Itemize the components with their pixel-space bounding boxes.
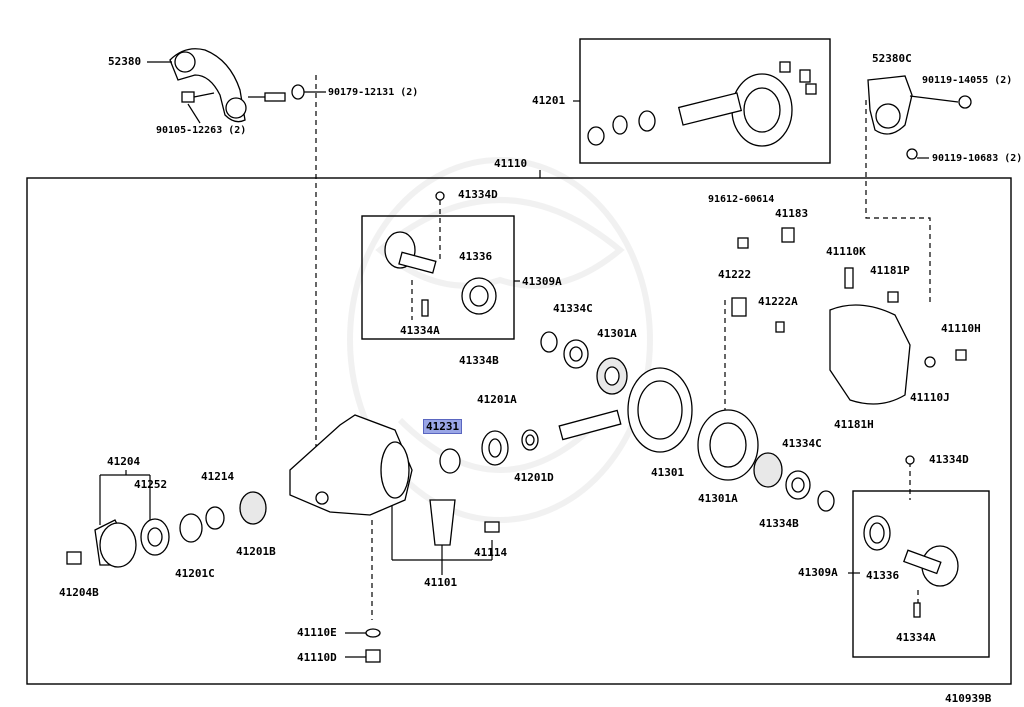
- watermark-logo: [347, 157, 653, 523]
- label-41334A-top[interactable]: 41334A: [400, 324, 440, 337]
- label-41309A-top[interactable]: 41309A: [522, 275, 562, 288]
- right-axle-flange-box: [852, 490, 990, 658]
- rear-cover: [731, 227, 967, 405]
- label-41114[interactable]: 41114: [474, 546, 508, 559]
- left-axle-flange-box: [361, 215, 515, 340]
- ring-gear: [558, 367, 693, 453]
- label-41334D-right[interactable]: 41334D: [929, 453, 969, 466]
- label-41334B-left[interactable]: 41334B: [459, 354, 499, 367]
- bracket-52380: [147, 48, 326, 124]
- label-52380[interactable]: 52380: [108, 55, 142, 68]
- axle-flange-left: [384, 191, 497, 317]
- label-41334D-top[interactable]: 41334D: [458, 188, 498, 201]
- label-90179-12131[interactable]: 90179-12131 (2): [328, 87, 419, 98]
- drain-plugs: [345, 628, 381, 663]
- label-41110H[interactable]: 41110H: [941, 322, 981, 335]
- label-41301[interactable]: 41301: [651, 466, 685, 479]
- label-41110D[interactable]: 41110D: [297, 651, 337, 664]
- label-41201[interactable]: 41201: [532, 94, 566, 107]
- label-41334A-right[interactable]: 41334A: [896, 631, 936, 644]
- axle-flange-right: [863, 455, 959, 618]
- label-41201D[interactable]: 41201D: [514, 471, 554, 484]
- label-41201A[interactable]: 41201A: [477, 393, 517, 406]
- diagram-code: 410939B: [945, 692, 992, 705]
- label-41204[interactable]: 41204: [107, 455, 141, 468]
- label-41181P[interactable]: 41181P: [870, 264, 910, 277]
- label-41334C-left[interactable]: 41334C: [553, 302, 593, 315]
- label-41110[interactable]: 41110: [494, 157, 528, 170]
- label-41336-right[interactable]: 41336: [866, 569, 900, 582]
- label-41252[interactable]: 41252: [134, 478, 168, 491]
- label-41334C-right[interactable]: 41334C: [782, 437, 822, 450]
- bearing-set-left: [540, 331, 628, 395]
- label-41201B[interactable]: 41201B: [236, 545, 276, 558]
- companion-flange-left: [66, 470, 267, 568]
- bearing-41201A: [481, 429, 539, 466]
- label-41214[interactable]: 41214: [201, 470, 235, 483]
- label-41222A[interactable]: 41222A: [758, 295, 798, 308]
- label-41301A-right[interactable]: 41301A: [698, 492, 738, 505]
- label-41231-highlighted[interactable]: 41231: [423, 419, 463, 434]
- main-assembly-box: [26, 177, 1012, 685]
- label-90119-14055[interactable]: 90119-14055 (2): [922, 75, 1013, 86]
- differential-case: [697, 409, 835, 512]
- label-41110K[interactable]: 41110K: [826, 245, 866, 258]
- label-41110J[interactable]: 41110J: [910, 391, 950, 404]
- label-41301A-left[interactable]: 41301A: [597, 327, 637, 340]
- spacer-41231: [439, 448, 461, 474]
- label-90105-12263[interactable]: 90105-12263 (2): [156, 125, 247, 136]
- label-91612-60614[interactable]: 91612-60614: [708, 194, 775, 205]
- label-41110E[interactable]: 41110E: [297, 626, 337, 639]
- pinion-gear-41201: [587, 61, 817, 147]
- label-41309A-right[interactable]: 41309A: [798, 566, 838, 579]
- label-41334B-right[interactable]: 41334B: [759, 517, 799, 530]
- label-41336-top[interactable]: 41336: [459, 250, 493, 263]
- label-41101[interactable]: 41101: [424, 576, 458, 589]
- bracket-52380C: [867, 75, 972, 160]
- label-90119-10683[interactable]: 90119-10683 (2): [932, 153, 1023, 164]
- label-52380C[interactable]: 52380C: [872, 52, 912, 65]
- label-41181H[interactable]: 41181H: [834, 418, 874, 431]
- label-41204B[interactable]: 41204B: [59, 586, 99, 599]
- label-41201C[interactable]: 41201C: [175, 567, 215, 580]
- carrier-housing: [289, 414, 500, 575]
- label-41183[interactable]: 41183: [775, 207, 809, 220]
- label-41222[interactable]: 41222: [718, 268, 752, 281]
